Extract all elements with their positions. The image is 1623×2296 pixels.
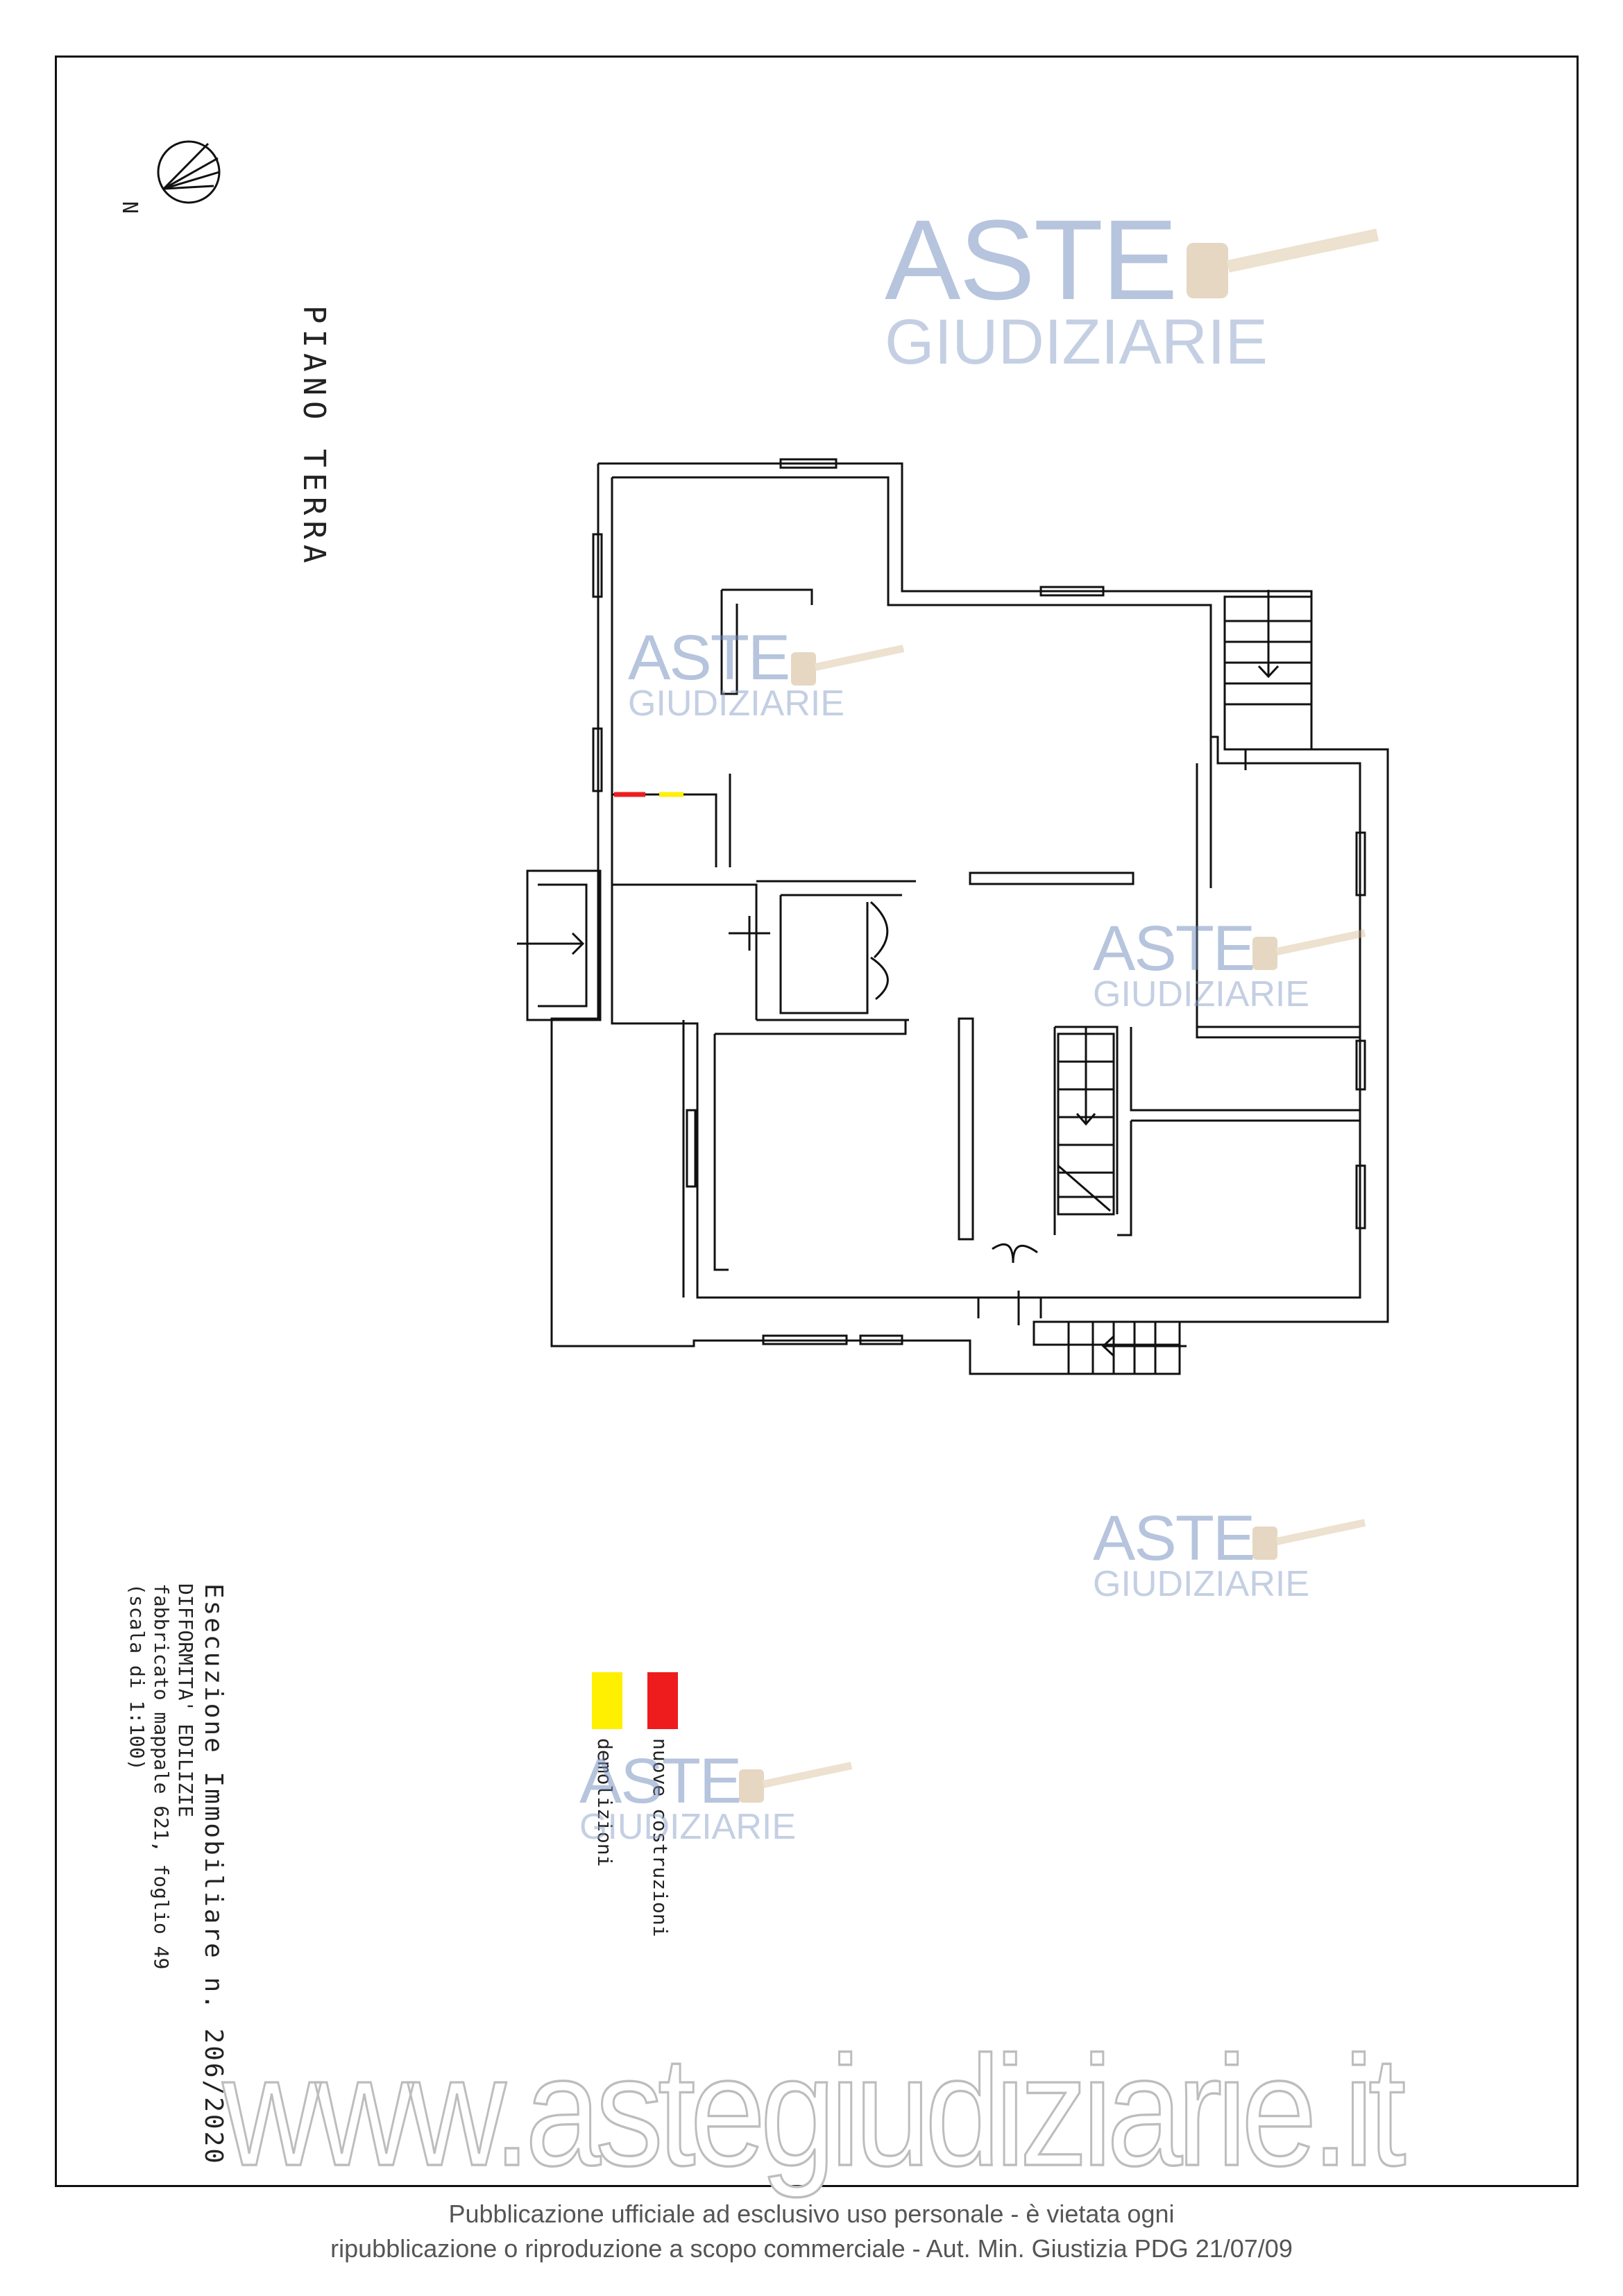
watermark-2: ASTE GIUDIZIARIE xyxy=(628,622,845,724)
watermark-line-1: ASTE xyxy=(628,622,790,693)
legend-swatch-demolitions xyxy=(592,1672,622,1729)
central-stair xyxy=(1057,1027,1115,1216)
watermark-line-1: ASTE xyxy=(1093,913,1255,984)
watermark-line-1: ASTE xyxy=(1093,1503,1255,1574)
left-entrance-stair xyxy=(517,869,602,1021)
watermark-line-1: ASTE xyxy=(579,1746,742,1817)
watermark-3: ASTE GIUDIZIARIE xyxy=(1093,913,1310,1014)
interior-walls xyxy=(612,588,1360,1318)
gavel-icon xyxy=(739,1762,853,1803)
watermark-line-2: GIUDIZIARIE xyxy=(1093,973,1310,1014)
watermark-5: ASTE GIUDIZIARIE xyxy=(579,1746,797,1847)
watermark-line-2: GIUDIZIARIE xyxy=(628,683,845,724)
site-url-watermark: www.astegiudiziarie.it xyxy=(221,2023,1407,2200)
gavel-icon xyxy=(1252,929,1366,970)
gavel-icon xyxy=(1187,228,1379,298)
gavel-icon xyxy=(1252,1519,1366,1560)
bottom-entrance-stair xyxy=(1067,1320,1187,1375)
disclaimer-line-2: ripubblicazione o riproduzione a scopo c… xyxy=(330,2234,1293,2263)
doors xyxy=(729,749,1247,1325)
legend-swatch-new-construction xyxy=(647,1672,678,1729)
watermark-line-2: GIUDIZIARIE xyxy=(885,306,1268,377)
disclaimer-line-1: Pubblicazione ufficiale ad esclusivo uso… xyxy=(448,2200,1175,2228)
watermark-line-2: GIUDIZIARIE xyxy=(579,1806,797,1847)
watermark-line-1: ASTE xyxy=(885,196,1178,323)
watermark-line-2: GIUDIZIARIE xyxy=(1093,1563,1310,1604)
watermark-4: ASTE GIUDIZIARIE xyxy=(1093,1503,1310,1604)
windows xyxy=(592,458,1366,1345)
watermark-large: ASTE GIUDIZIARIE xyxy=(885,196,1268,377)
upper-stair xyxy=(1223,590,1313,751)
drawing-frame xyxy=(55,56,1579,2187)
exterior-walls xyxy=(550,462,1389,1375)
gavel-icon xyxy=(791,645,905,686)
